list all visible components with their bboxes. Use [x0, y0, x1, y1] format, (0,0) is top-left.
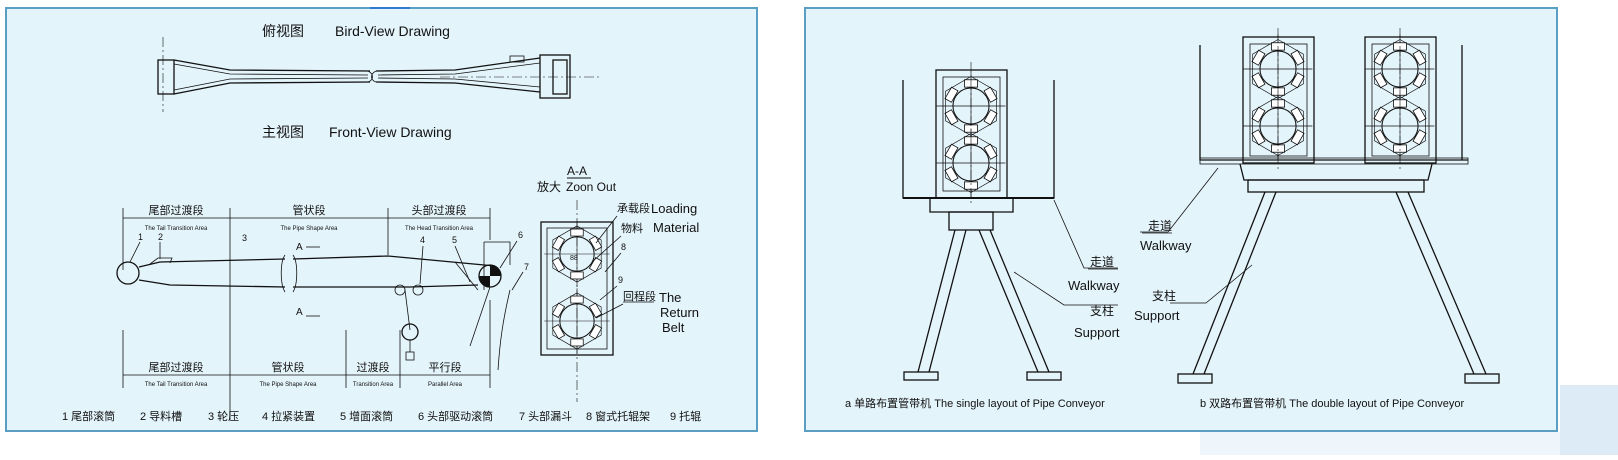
panel-left: 俯视图 Bird-View Drawing 主视图 Front-View Dra… [5, 7, 758, 432]
loading-zh: 承载段 [617, 201, 650, 215]
top-dim-2-zh: 管状段 [293, 203, 326, 217]
bottom-dim-2-zh: 管状段 [272, 360, 305, 374]
callout-7: 7 [524, 262, 529, 272]
single-support-en: Support [1074, 325, 1120, 340]
bottom-dim-4-en: Parallel Area [428, 382, 463, 388]
view-top-en: Bird-View Drawing [335, 23, 450, 39]
front-view-drawing: A A [116, 241, 511, 371]
top-dim-3-zh: 头部过渡段 [412, 203, 467, 217]
return-zh: 回程段 [623, 289, 656, 303]
bottom-dimensions: 尾部过渡段 The Tail Transition Area 管状段 The P… [122, 300, 491, 388]
view-front-en: Front-View Drawing [329, 124, 452, 140]
top-dim-2-en: The Pipe Shape Area [280, 226, 338, 232]
single-walkway-zh: 走道 [1090, 255, 1114, 269]
legend-item-1: 1 尾部滚筒 [62, 409, 115, 423]
legend-item-2: 2 导料槽 [140, 409, 182, 423]
loading-zh2: 物料 [621, 221, 643, 235]
return-en2: Return [660, 305, 699, 320]
double-layout-drawing: 走道 Walkway 支柱 Support b 双路布置管带机 The doub… [1134, 28, 1500, 410]
legend-item-6: 6 头部驱动滚筒 [418, 409, 493, 423]
section-en: Zoon Out [566, 180, 617, 194]
callout-6: 6 [518, 230, 523, 240]
double-support-zh: 支柱 [1152, 288, 1176, 303]
view-front-zh: 主视图 [262, 124, 304, 140]
section-zh: 放大 [537, 179, 561, 194]
callout-numbers: 1 2 3 4 5 6 7 [129, 230, 529, 291]
double-support-en: Support [1134, 308, 1180, 323]
single-layout-drawing: 走道 Walkway 支柱 Support a 单路布置管带机 The sing… [845, 62, 1120, 410]
panel-right: 走道 Walkway 支柱 Support a 单路布置管带机 The sing… [804, 7, 1558, 432]
top-dimensions: 尾部过渡段 The Tail Transition Area 管状段 The P… [122, 203, 491, 420]
legend-item-9: 9 托辊 [670, 409, 701, 423]
bottom-dim-1-zh: 尾部过渡段 [149, 360, 204, 374]
marker-a-bottom: A [296, 307, 303, 318]
top-dim-1-en: The Tail Transition Area [145, 226, 208, 232]
callout-1: 1 [138, 232, 143, 242]
callout-4: 4 [420, 235, 425, 245]
loading-en2: Material [653, 220, 699, 235]
legend-item-5: 5 增面滚筒 [340, 409, 393, 423]
return-en1: The [659, 290, 681, 305]
bottom-dim-1-en: The Tail Transition Area [145, 382, 208, 388]
legend: 1 尾部滚筒 2 导料槽 3 轮压 4 拉紧装置 5 增面滚筒 6 头部驱动滚筒… [62, 409, 701, 423]
view-top-zh: 俯视图 [262, 23, 304, 39]
section-detail: 88 承载段 Loading 物料 Material 8 9 回程段 The R… [540, 200, 699, 402]
legend-item-8: 8 窗式托辊架 [586, 409, 650, 423]
legend-item-3: 3 轮压 [208, 409, 239, 423]
panel-right-frame [804, 7, 1558, 432]
panel-left-frame [5, 7, 758, 432]
callout-5: 5 [452, 235, 457, 245]
bottom-dim-2-en: The Pipe Shape Area [259, 382, 317, 388]
double-caption: b 双路布置管带机 The double layout of Pipe Conv… [1200, 396, 1464, 410]
return-en3: Belt [662, 320, 685, 335]
legend-item-4: 4 拉紧装置 [262, 409, 315, 423]
single-support-zh: 支柱 [1090, 303, 1114, 318]
section-label: A-A [567, 164, 587, 178]
single-caption: a 单路布置管带机 The single layout of Pipe Conv… [845, 396, 1105, 410]
callout-8: 8 [621, 242, 626, 252]
bottom-dim-3-en: Transition Area [353, 382, 394, 388]
svg-text:88: 88 [570, 255, 578, 262]
bottom-dim-3-zh: 过渡段 [357, 360, 390, 374]
tail-pulley [116, 261, 140, 285]
top-dim-3-en: The Head Transition Area [405, 226, 474, 232]
watermark-corner [1560, 385, 1618, 455]
bottom-dim-4-zh: 平行段 [429, 360, 462, 374]
callout-2: 2 [158, 232, 163, 242]
legend-item-7: 7 头部漏斗 [519, 409, 572, 423]
bird-view-drawing [157, 37, 600, 112]
callout-3: 3 [242, 233, 247, 243]
single-walkway-en: Walkway [1068, 278, 1120, 293]
top-dim-1-zh: 尾部过渡段 [149, 203, 204, 217]
marker-a-top: A [296, 242, 303, 253]
watermark-band [1200, 432, 1618, 455]
loading-en1: Loading [651, 201, 697, 216]
double-walkway-zh: 走道 [1148, 219, 1172, 233]
callout-9: 9 [618, 275, 623, 285]
double-walkway-en: Walkway [1140, 238, 1192, 253]
